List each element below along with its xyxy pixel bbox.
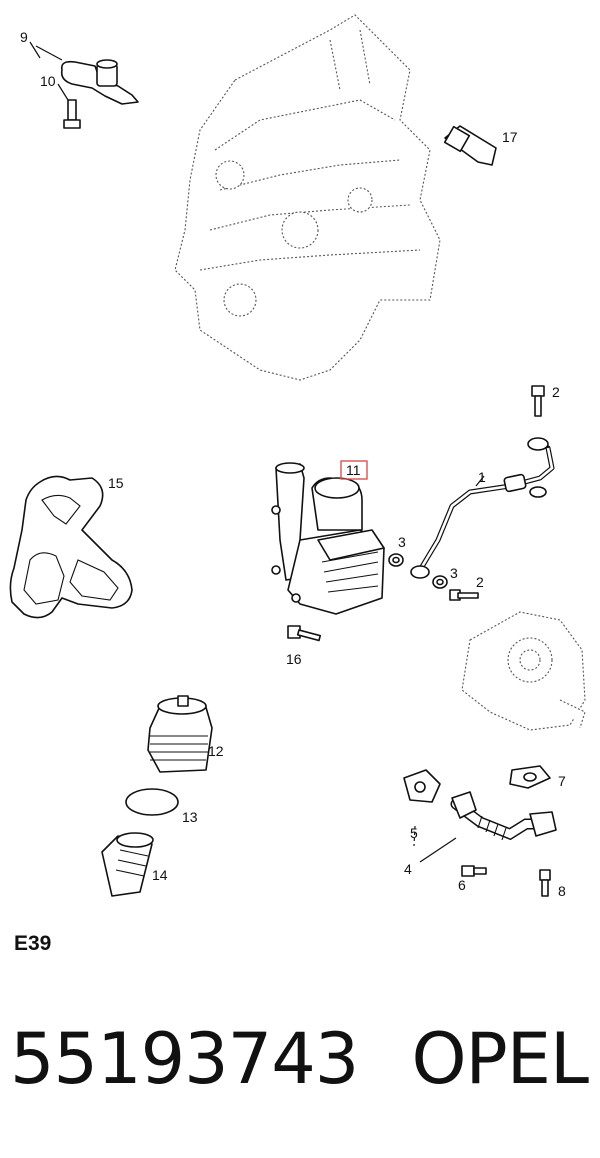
brand-name: OPEL (411, 1018, 589, 1100)
callout-14: 14 (152, 867, 168, 883)
callout-2-bottom: 2 (476, 574, 484, 590)
part-bolt-16 (287, 625, 322, 642)
callout-13: 13 (182, 809, 198, 825)
callout-16: 16 (286, 651, 302, 667)
callout-11: 11 (346, 462, 361, 478)
callout-1: 1 (478, 469, 486, 485)
part-sensor-17 (443, 125, 497, 166)
engine-block-outline (174, 14, 441, 381)
callout-8: 8 (558, 883, 566, 899)
part-oil-filter-housing-11 (271, 460, 385, 615)
part-filter-cap-12 (147, 695, 213, 773)
part-bolt-8 (539, 869, 551, 897)
part-return-pipe-4 (450, 791, 557, 841)
part-washer-3-left (388, 553, 404, 567)
part-number: 55193743 (10, 1018, 359, 1100)
callout-2-top: 2 (552, 384, 560, 400)
part-bolt-2-top (531, 385, 545, 417)
exploded-parts-diagram: 9 10 17 15 11 2 1 3 3 2 16 12 7 13 5 4 1… (9, 14, 586, 899)
callout-7: 7 (558, 773, 566, 789)
part-gasket-5 (403, 769, 441, 803)
part-filter-element-14 (101, 832, 154, 897)
callout-3-top: 3 (398, 534, 406, 550)
part-oil-pipe-1 (410, 437, 555, 579)
callout-15: 15 (108, 475, 124, 491)
callout-12: 12 (208, 743, 224, 759)
leader-lines (29, 41, 485, 863)
callout-10: 10 (40, 73, 56, 89)
part-o-ring-13 (125, 788, 179, 816)
part-bolt-2-bottom (449, 589, 479, 601)
part-bolt-10 (63, 99, 81, 129)
callout-6: 6 (458, 877, 466, 893)
turbocharger-outline (461, 611, 586, 731)
highlight-box-11 (340, 460, 368, 480)
callout-3-bottom: 3 (450, 565, 458, 581)
section-code: E39 (14, 932, 52, 955)
part-flange-gasket-7 (509, 765, 551, 789)
callout-9: 9 (20, 29, 28, 45)
part-gasket-15 (9, 475, 133, 619)
part-bolt-6 (461, 865, 487, 877)
part-bracket-gasket (60, 59, 139, 105)
part-washer-3-top (529, 486, 547, 498)
callout-5: 5 (410, 825, 418, 841)
callout-4: 4 (404, 861, 412, 877)
part-washer-3-right (432, 575, 448, 589)
callout-17: 17 (502, 129, 518, 145)
